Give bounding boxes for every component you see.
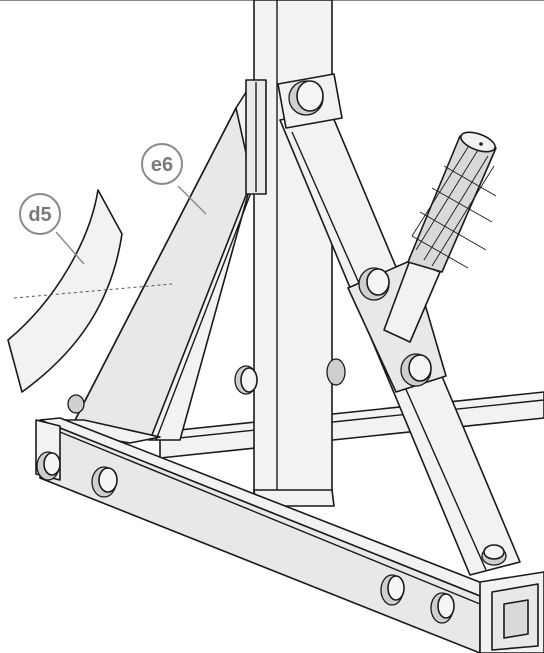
plate-d5 [7,189,173,393]
base-rear-tube [159,391,544,459]
bolt-post-mid-right [326,358,346,386]
bolt-post-mid-left [234,365,258,395]
callout-d5-label: d5 [28,204,51,226]
bolt-base-left-1 [36,451,61,481]
base-front-tube [35,417,501,653]
bolt-bracket-lower [400,353,432,387]
bolt-base-right-top [481,544,507,566]
callout-d5: d5 [19,193,85,265]
bolts [36,80,507,624]
bolt-base-left-2 [91,466,118,498]
callout-e6-label: e6 [151,154,173,176]
bolt-bracket-upper [358,267,390,301]
callout-e6: e6 [141,143,207,215]
bolt-base-right-1 [380,574,405,606]
weight-holder-peg [383,131,497,343]
end-cap-right [479,571,544,653]
bolt-base-top-left [67,394,85,414]
knurl-pattern [411,143,497,269]
bolt-post-top [288,80,324,116]
bolt-base-right-2 [430,592,455,624]
